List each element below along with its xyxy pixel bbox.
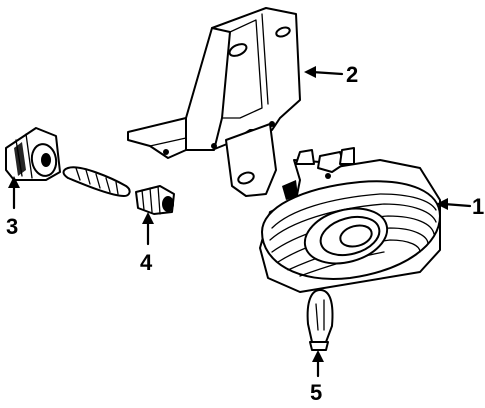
small-bulb bbox=[306, 289, 334, 351]
callout-1: 1 bbox=[436, 194, 484, 219]
callout-4: 4 bbox=[140, 212, 154, 275]
callout-3-label: 3 bbox=[6, 214, 18, 239]
callout-4-label: 4 bbox=[140, 250, 153, 275]
bulb-socket bbox=[5, 127, 61, 181]
callout-1-label: 1 bbox=[472, 194, 484, 219]
wiring-connector bbox=[62, 166, 131, 197]
callout-5-label: 5 bbox=[310, 380, 322, 405]
callout-5: 5 bbox=[310, 350, 324, 405]
callout-2-label: 2 bbox=[346, 62, 358, 87]
fog-lamp-bulb bbox=[135, 185, 175, 215]
callout-2: 2 bbox=[304, 62, 358, 87]
mounting-bracket bbox=[127, 7, 301, 197]
callout-3: 3 bbox=[6, 176, 20, 239]
fog-lamp-assembly bbox=[259, 147, 441, 293]
